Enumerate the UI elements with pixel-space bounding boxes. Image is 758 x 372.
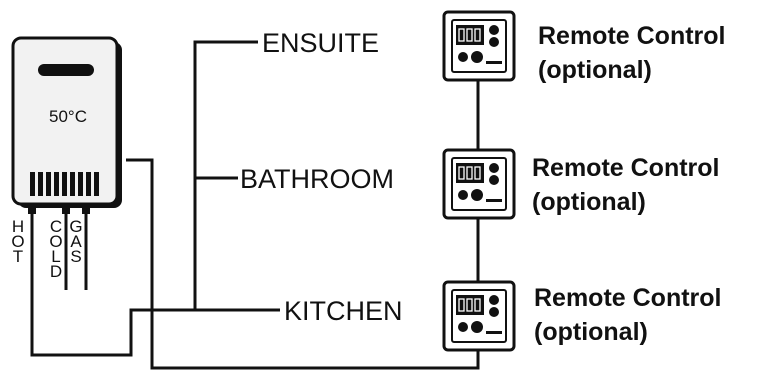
pipe-label-letter: L: [51, 247, 60, 266]
pipe-label-letter: O: [11, 232, 24, 251]
remote-button: [489, 295, 499, 305]
grille-slat: [94, 172, 99, 196]
display-digit: [466, 28, 473, 42]
cold-inlet: [62, 206, 70, 214]
remote-3-note: (optional): [534, 318, 648, 346]
grille-slat: [86, 172, 91, 196]
grille-slat: [54, 172, 59, 196]
remote-control-1: [442, 10, 516, 82]
remote-controls: [442, 10, 516, 352]
grille-slat: [38, 172, 43, 196]
control-cable: [126, 80, 480, 370]
grille-slat: [70, 172, 75, 196]
power-button: [471, 51, 483, 63]
remote-button: [458, 190, 468, 200]
grille-slat: [30, 172, 35, 196]
display-digit: [474, 298, 481, 312]
grille-slat: [78, 172, 83, 196]
remote-2-title: Remote Control: [532, 154, 720, 182]
display-digit: [458, 166, 465, 180]
pipe-label-gas: GAS: [69, 217, 82, 266]
remote-display: [456, 25, 484, 45]
remote-2-note: (optional): [532, 188, 646, 216]
heater-temperature: 50°C: [49, 107, 87, 126]
room-label-ensuite: ENSUITE: [262, 28, 379, 58]
pipe-label-letter: D: [50, 262, 62, 281]
remote-1-title: Remote Control: [538, 22, 726, 50]
riser-to-ensuite: [193, 40, 258, 310]
pipe-label-letter: T: [13, 247, 23, 266]
heater-body: [11, 36, 119, 206]
remote-control-2: [442, 148, 516, 220]
power-button: [471, 321, 483, 333]
remote-3-title: Remote Control: [534, 284, 722, 312]
remote-control-3: [442, 280, 516, 352]
remote-button: [489, 175, 499, 185]
pipe-label-hot: HOT: [11, 217, 24, 266]
pipe-label-letter: A: [70, 232, 82, 251]
heater-vent-slot: [38, 64, 94, 76]
remote-1-note: (optional): [538, 56, 652, 84]
pipe-label-letter: S: [70, 247, 81, 266]
hot-supply-pipe: [30, 212, 280, 357]
remote-display: [456, 295, 484, 315]
display-digit: [466, 298, 473, 312]
pipe-label-letter: H: [12, 217, 24, 236]
grille-slat: [46, 172, 51, 196]
remote-button: [458, 322, 468, 332]
display-digit: [458, 298, 465, 312]
remote-button: [458, 52, 468, 62]
remote-button: [489, 163, 499, 173]
display-digit: [474, 166, 481, 180]
remote-brand-mark: [486, 61, 502, 64]
remote-brand-mark: [486, 331, 502, 334]
remote-button: [489, 25, 499, 35]
remote-button: [489, 37, 499, 47]
hot-outlet: [28, 206, 36, 214]
remote-button: [489, 307, 499, 317]
other-pipes: [64, 212, 88, 290]
display-digit: [458, 28, 465, 42]
remote-cable: [126, 158, 480, 370]
hot-water-pipes: [30, 40, 280, 357]
water-heater-unit: 50°C: [11, 36, 122, 214]
power-button: [471, 189, 483, 201]
display-digit: [474, 28, 481, 42]
display-digit: [466, 166, 473, 180]
heater-burner-grille: [30, 172, 99, 196]
remote-brand-mark: [486, 199, 502, 202]
pipe-label-letter: C: [50, 217, 62, 236]
grille-slat: [62, 172, 67, 196]
room-label-kitchen: KITCHEN: [284, 296, 403, 326]
gas-inlet: [82, 206, 90, 214]
pipe-label-letter: G: [69, 217, 82, 236]
remote-display: [456, 163, 484, 183]
pipe-label-letter: O: [49, 232, 62, 251]
room-label-bathroom: BATHROOM: [240, 164, 394, 194]
